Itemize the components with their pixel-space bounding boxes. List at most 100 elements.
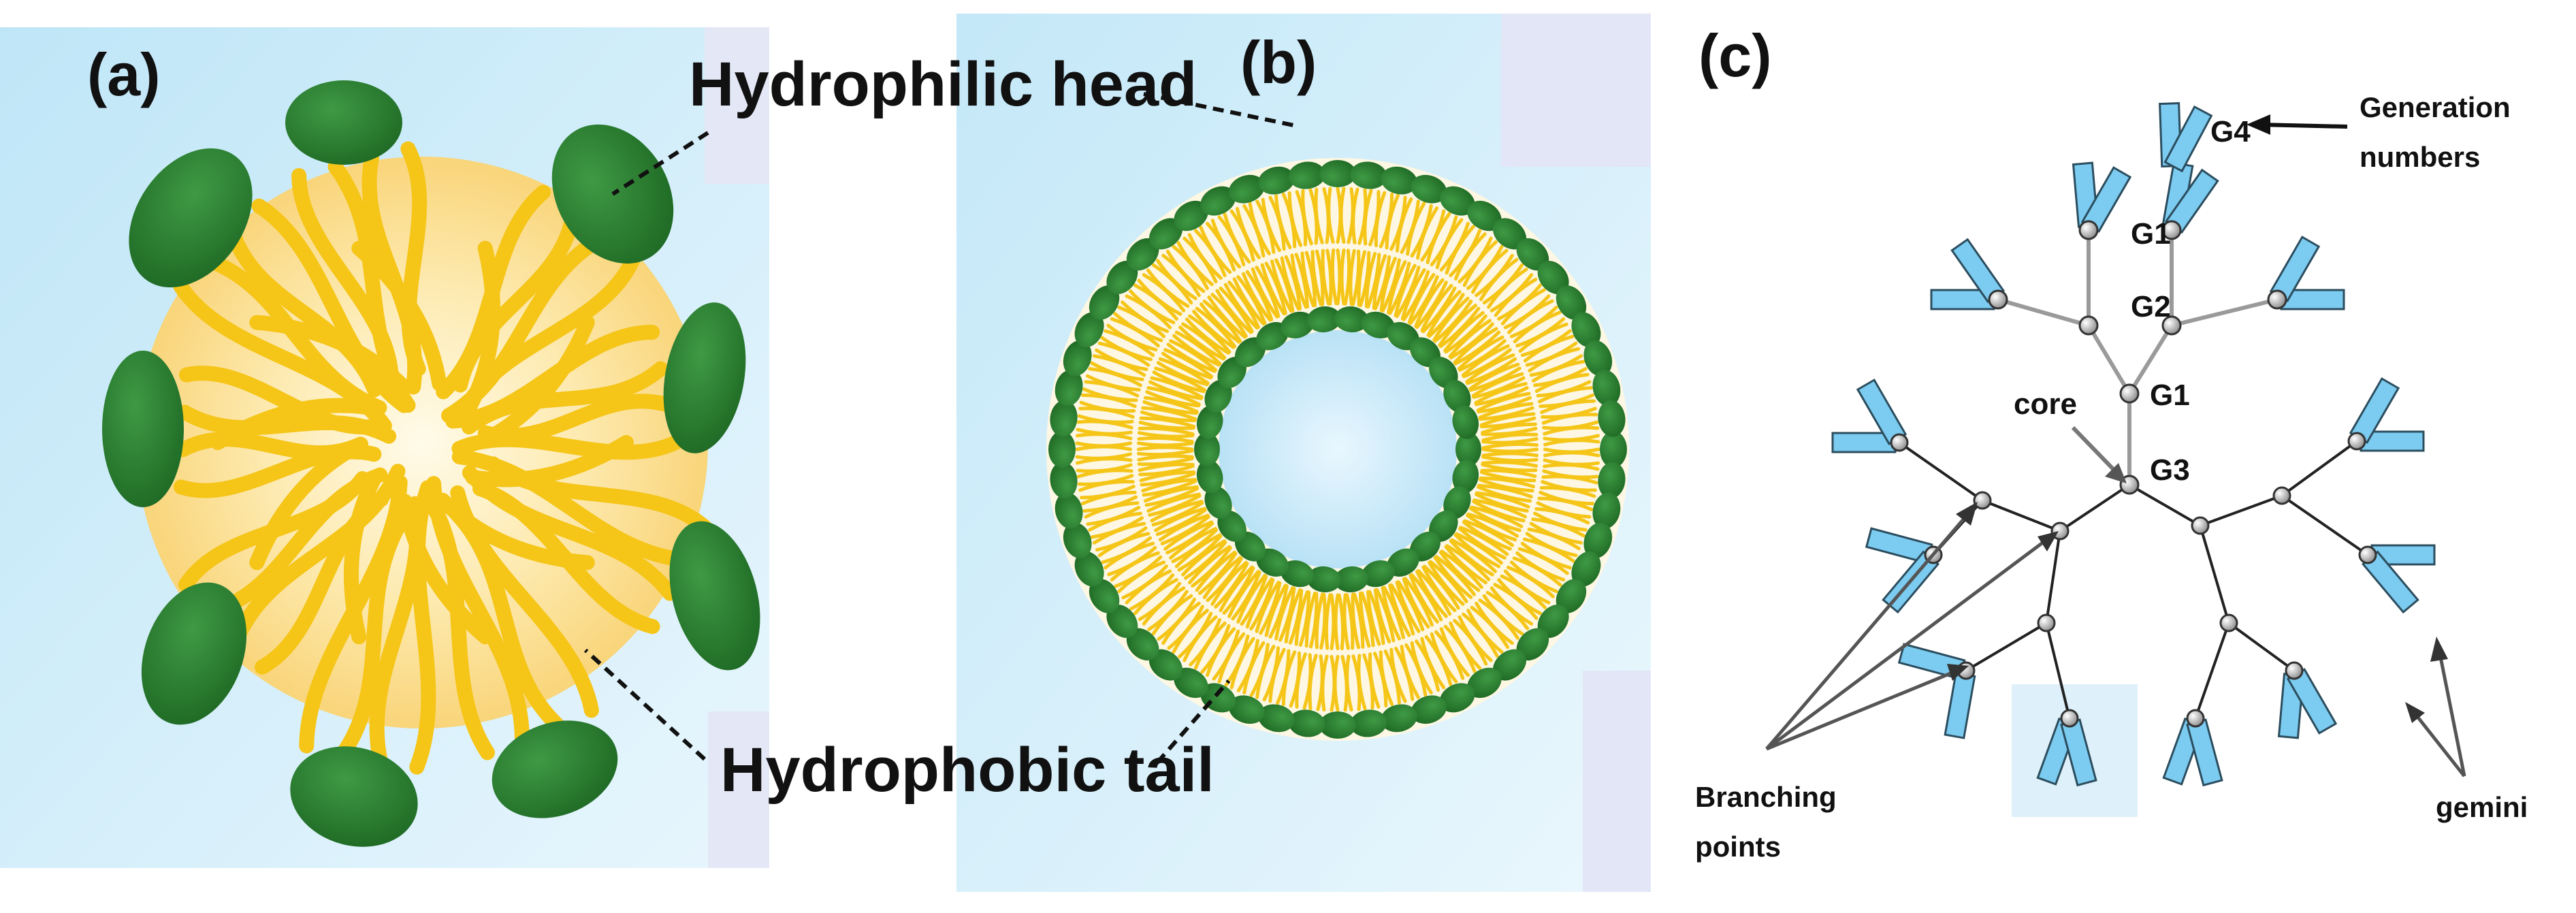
vesicle-tail xyxy=(1101,536,1153,564)
vesicle-tail xyxy=(1321,249,1331,306)
vesicle-tail xyxy=(1433,300,1473,343)
micelle-tail xyxy=(291,167,399,383)
vesicle-tail xyxy=(1287,191,1302,247)
vesicle-tail xyxy=(1121,564,1168,600)
vesicle-tail xyxy=(1475,386,1529,406)
vesicle-tail xyxy=(1455,532,1503,565)
vesicle-tail xyxy=(1429,560,1468,603)
arrow-core xyxy=(2071,426,2119,475)
vesicle-tail xyxy=(1137,441,1194,447)
vesicle-tail xyxy=(1424,635,1453,686)
vesicle-tail xyxy=(1121,300,1170,334)
vesicle-tail xyxy=(1262,646,1280,702)
vesicle-tail xyxy=(1406,202,1426,256)
vesicle-tail xyxy=(1290,253,1308,309)
vesicle-tail xyxy=(1148,494,1202,517)
vesicle-inner-head xyxy=(1256,322,1289,351)
vesicle-tail xyxy=(1513,310,1562,344)
arrow-gemini-2-head xyxy=(2405,702,2425,723)
vesicle-tail xyxy=(1416,206,1439,260)
vesicle-tail xyxy=(1142,479,1197,497)
vesicle-tail xyxy=(1481,432,1539,443)
vesicle-tail xyxy=(1298,590,1311,647)
vesicle-tail xyxy=(1200,624,1231,674)
vesicle-tail xyxy=(1383,649,1401,705)
vesicle-tail xyxy=(1477,485,1532,503)
vesicle-tail xyxy=(1531,517,1585,538)
micelle-head xyxy=(290,746,418,847)
vesicle-outer-head xyxy=(1050,400,1078,437)
vesicle-tail xyxy=(1324,593,1332,650)
vesicle-inner-head xyxy=(1452,405,1479,439)
vesicle-tail xyxy=(1449,322,1494,359)
vesicle-tail xyxy=(1353,592,1365,649)
vesicle-tail xyxy=(1543,438,1600,447)
vesicle-tail xyxy=(1534,507,1590,525)
vesicle-tail xyxy=(1251,267,1279,319)
branching-node xyxy=(2272,486,2291,505)
vesicle-tail xyxy=(1214,562,1249,609)
vesicle-tail xyxy=(1138,581,1182,622)
vesicle-outer-head xyxy=(1063,340,1092,377)
vesicle-tail xyxy=(1316,654,1324,711)
vesicle-tail xyxy=(1357,250,1367,307)
arrow-branching-3 xyxy=(1766,669,1958,751)
vesicle-tail xyxy=(1472,498,1527,519)
hydrophobic-tail-label: Hydrophobic tail xyxy=(720,735,1214,805)
micelle-tail xyxy=(477,394,677,444)
vesicle-outer-head xyxy=(1050,462,1078,499)
micelle-tail xyxy=(465,435,634,487)
vesicle-tail xyxy=(1537,386,1593,404)
vesicle-tail xyxy=(1141,406,1197,421)
vesicle-tail xyxy=(1428,560,1465,606)
micelle-tail xyxy=(475,315,595,449)
vesicle-tail xyxy=(1147,590,1189,631)
vesicle-tail xyxy=(1304,251,1317,308)
vesicle-tail xyxy=(1368,590,1385,645)
vesicle-tail xyxy=(1325,249,1333,306)
vesicle-tail xyxy=(1537,496,1594,511)
arrow-branching-2 xyxy=(1765,536,2050,751)
vesicle-tail xyxy=(1268,584,1289,639)
label-g4: G4 xyxy=(2210,115,2251,148)
vesicle-tail xyxy=(1459,526,1509,556)
vesicle-tail xyxy=(1075,441,1132,448)
gemini-rod-body xyxy=(1831,432,1897,453)
vesicle-tail xyxy=(1457,335,1504,370)
vesicle-tail xyxy=(1195,550,1237,592)
micelle-head xyxy=(141,582,247,725)
vesicle-tail xyxy=(1300,251,1315,308)
vesicle-tail xyxy=(1381,586,1401,641)
vesicle-tail xyxy=(1085,374,1141,391)
branching-node xyxy=(2078,220,2099,240)
vesicle-tail xyxy=(1396,580,1425,632)
micelle-tail xyxy=(177,404,397,444)
vesicle-outer-head xyxy=(1319,160,1356,187)
vesicle-tail xyxy=(1453,619,1488,666)
vesicle-tail xyxy=(1407,272,1436,324)
vesicle-tail xyxy=(1385,193,1400,250)
vesicle-outer-head xyxy=(1288,709,1325,737)
dendrimer-bond xyxy=(1898,441,1984,502)
vesicle-tail xyxy=(1240,575,1268,626)
vesicle-outer-head xyxy=(1319,711,1356,739)
vesicle-outer-head xyxy=(1381,704,1417,733)
vesicle-tail xyxy=(1185,317,1230,355)
vesicle-tail xyxy=(1373,588,1391,644)
micelle-tail xyxy=(336,512,410,760)
vesicle-tail xyxy=(1142,400,1199,415)
vesicle-outer-head xyxy=(1537,260,1569,295)
vesicle-inner-head xyxy=(1281,560,1315,588)
vesicle-inner-head xyxy=(1361,311,1395,339)
vesicle-tail xyxy=(1095,348,1148,371)
vesicle-tail xyxy=(1381,258,1401,313)
vesicle-tail xyxy=(1161,351,1212,380)
vesicle-inner-head xyxy=(1306,306,1341,333)
vesicle-tail xyxy=(1420,284,1453,332)
micelle-tail xyxy=(435,492,595,571)
vesicle-tail xyxy=(1465,353,1515,384)
vesicle-tail xyxy=(1150,500,1204,523)
micelle-tail xyxy=(351,240,447,391)
vesicle-tail xyxy=(1388,261,1411,315)
vesicle-tail xyxy=(1163,348,1214,379)
